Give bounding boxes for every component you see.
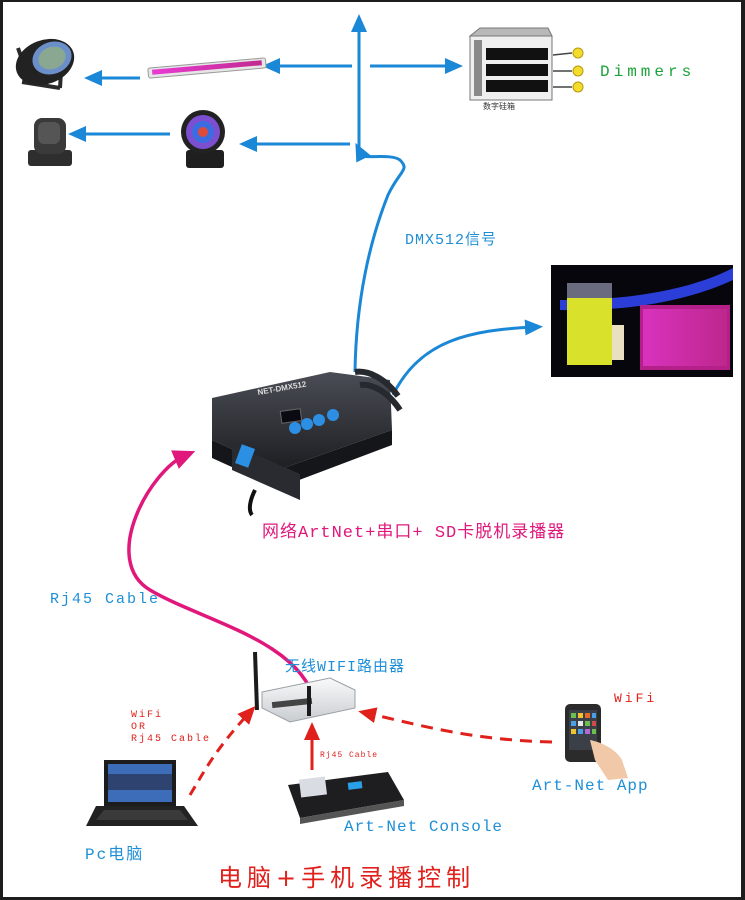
pc-link-label-line3: Rj45 Cable	[131, 734, 212, 745]
par-light-icon	[15, 38, 75, 90]
dmx-controller-icon: NET-DMX512	[212, 368, 403, 517]
controller-label: 网络ArtNet+串口+ SD卡脱机录播器	[262, 524, 566, 543]
dmx-signal-label: DMX512信号	[405, 232, 498, 249]
rj45-cable-line	[127, 450, 317, 703]
rj45-cable-label: Rj45 Cable	[50, 591, 161, 608]
pc-label: Pc电脑	[85, 846, 145, 864]
led-stage-scene-image	[551, 265, 733, 377]
laptop-icon	[86, 760, 198, 826]
dmx-cable-up	[353, 154, 406, 373]
smartphone-icon	[565, 704, 628, 780]
router-icon	[253, 651, 356, 723]
router-label: 无线WIFI路由器	[285, 659, 406, 676]
console-link-label: Rj45 Cable	[320, 751, 379, 760]
lighting-console-icon	[288, 772, 404, 824]
led-bar-icon	[147, 57, 267, 79]
dimmer-rack-icon	[468, 27, 584, 101]
pc-link-label-line2: OR	[131, 722, 148, 733]
dimmers-label: Dimmers	[600, 63, 696, 81]
led-wash-icon	[181, 110, 225, 168]
pc-link-label: WiFi OR Rj45 Cable	[131, 710, 211, 746]
art-net-console-label: Art-Net Console	[344, 818, 504, 836]
dmx-distribution-lines	[68, 14, 543, 396]
pc-link-label-line1: WiFi	[131, 710, 164, 721]
bottom-title: 电脑+手机录播控制	[218, 864, 476, 892]
app-link-line	[358, 707, 553, 744]
arrow-to-led-wall	[391, 319, 543, 396]
moving-head-icon	[28, 118, 72, 166]
art-net-app-label: Art-Net App	[532, 777, 649, 795]
app-link-label: WiFi	[614, 691, 658, 706]
dimmer-box-caption: 数字硅箱	[483, 102, 515, 111]
pc-link-line	[188, 706, 256, 796]
